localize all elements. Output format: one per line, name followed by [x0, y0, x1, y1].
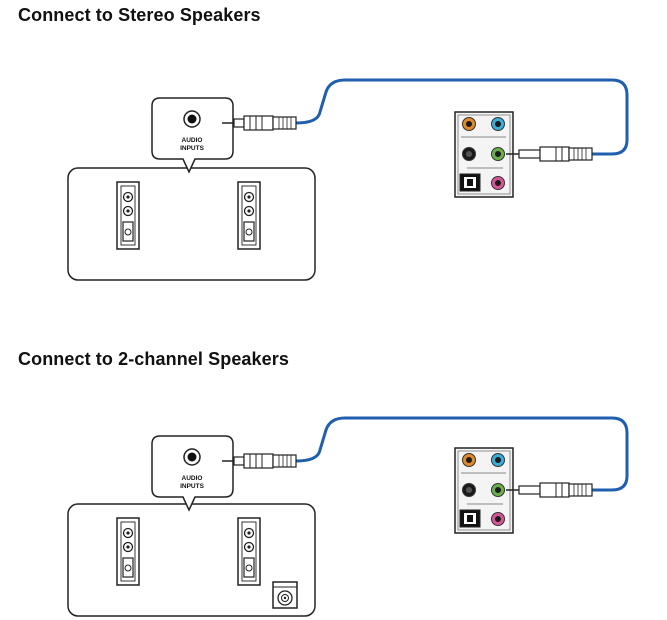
section-title-2-channel: Connect to 2-channel Speakers	[18, 349, 289, 369]
audio-label-line2: INPUTS	[180, 145, 205, 152]
optical-port-icon	[459, 509, 481, 528]
audio-input-jack-icon	[183, 110, 201, 128]
speaker-icon	[237, 517, 261, 586]
audio-input-jack-icon	[183, 448, 201, 466]
audio-cable	[295, 416, 629, 492]
audio-plug-icon	[506, 482, 593, 498]
audio-panel-icon	[454, 447, 514, 534]
audio-panel-icon	[454, 111, 514, 198]
audio-plug-icon	[222, 115, 297, 131]
audio-label-line1: AUDIO	[182, 475, 203, 482]
speaker-icon	[116, 517, 140, 586]
speaker-icon	[237, 181, 261, 250]
optical-port-icon	[459, 173, 481, 192]
audio-label-line2: INPUTS	[180, 483, 205, 490]
audio-cable	[295, 78, 629, 156]
2-channel-connection-diagram: AUDIO INPUTS	[67, 416, 629, 617]
speaker-icon	[116, 181, 140, 250]
audio-plug-icon	[506, 146, 593, 162]
section-title-stereo: Connect to Stereo Speakers	[18, 5, 261, 25]
audio-inputs-callout	[151, 435, 234, 512]
audio-label-line1: AUDIO	[182, 137, 203, 144]
speaker-system-box	[67, 167, 316, 281]
subwoofer-icon	[272, 581, 298, 609]
audio-inputs-callout	[151, 97, 234, 174]
audio-plug-icon	[222, 453, 297, 469]
stereo-connection-diagram: AUDIO INPUTS	[67, 78, 629, 281]
